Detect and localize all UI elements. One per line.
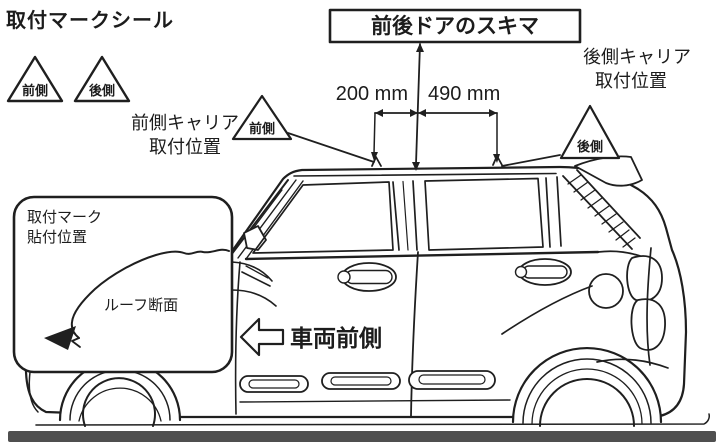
bottom-bar [8,431,716,442]
mark-position-arrow-icon [44,326,76,350]
cowl-and-wiper [231,261,277,307]
rear-door-handle [514,258,572,286]
dim-arrow-icon [493,154,500,163]
front-door-handle [337,262,397,292]
roof-gutter-line [293,172,557,177]
dim-arrow-icon [371,152,378,161]
rear-carrier-annotation: 後側 後側キャリア 取付位置 [501,47,691,167]
rear-marker-triangle [559,104,621,160]
dim-arrow-icon [410,109,418,117]
front-carrier-label-line1: 前側キャリア [131,113,239,133]
dim-arrow-icon [375,109,383,117]
rear-door-window [424,177,544,251]
rear-carrier-label-line2: 取付位置 [595,71,667,91]
door-gap-dimension: 前後ドアのスキマ 200 mm 490 mm [328,8,582,171]
seal-rear-triangle [73,55,131,103]
front-carrier-annotation: 前側 前側キャリア 取付位置 [131,94,375,163]
rear-marker-label: 後側 [577,139,603,154]
rear-wheel [539,378,635,427]
roof-section-callout: 取付マーク 貼付位置 ルーフ断面 [12,195,234,374]
callout-label-line2: 貼付位置 [27,229,87,246]
rear-marker-leader-line [501,154,561,167]
rear-carrier-label-line1: 後側キャリア [583,47,691,67]
roof-mark-front [371,156,382,167]
c-pillar [545,176,562,248]
seal-rear-label: 後側 [89,83,115,98]
d-pillar-hatching [562,169,641,250]
rear-lamp-upper [626,255,663,302]
wiper-icon [241,271,271,287]
rear-dimension-value: 490 mm [428,83,500,105]
roof-section-label: ルーフ断面 [104,297,178,314]
b-pillar [392,180,418,251]
door-gap-line [410,251,419,417]
callout-bubble [12,195,234,374]
front-bumper-line [28,371,39,413]
dim-arrow-icon [489,109,497,117]
door-gap-title-box [328,8,582,44]
rear-wheel-arch [511,346,663,425]
seal-legend-title: 取付マークシール [6,8,174,32]
arrow-up-icon [416,43,424,52]
door-gap-leader-line [415,43,421,165]
vehicle-front-indicator: 車両前側 [239,317,382,357]
roof-cross-section-curve [70,248,230,339]
front-door-window [252,181,394,254]
front-marker-label: 前側 [249,121,275,136]
front-arch-opening [60,362,180,442]
front-carrier-label-line2: 取付位置 [149,137,221,157]
rear-bumper-top-line [596,358,669,369]
door-gap-title: 前後ドアのスキマ [371,14,539,38]
arrow-down-icon [412,162,420,171]
beltline [244,250,600,261]
side-sill-moldings [239,370,496,393]
front-door-edge [234,261,241,415]
seal-legend: 取付マークシール 前側 後側 [6,8,174,103]
fuel-door [588,273,624,309]
vehicle-front-arrow-icon [239,317,285,357]
quarter-character-line [501,285,593,335]
front-marker-triangle [231,94,293,141]
rear-gate-line [646,247,652,366]
rocker-crease [239,399,511,403]
front-dimension-value: 200 mm [336,83,408,105]
rear-arch-opening [513,350,661,442]
seal-front-triangle [6,55,64,103]
dim-arrow-icon [418,109,426,117]
rear-spoiler [574,155,643,187]
front-wheel [82,377,156,427]
front-marker-leader-line [287,132,375,163]
callout-label-line1: 取付マーク [27,209,102,226]
seal-front-label: 前側 [22,83,48,98]
ground-line [35,413,710,426]
vehicle-front-label: 車両前側 [290,325,382,351]
rear-lamp-lower [630,298,666,351]
